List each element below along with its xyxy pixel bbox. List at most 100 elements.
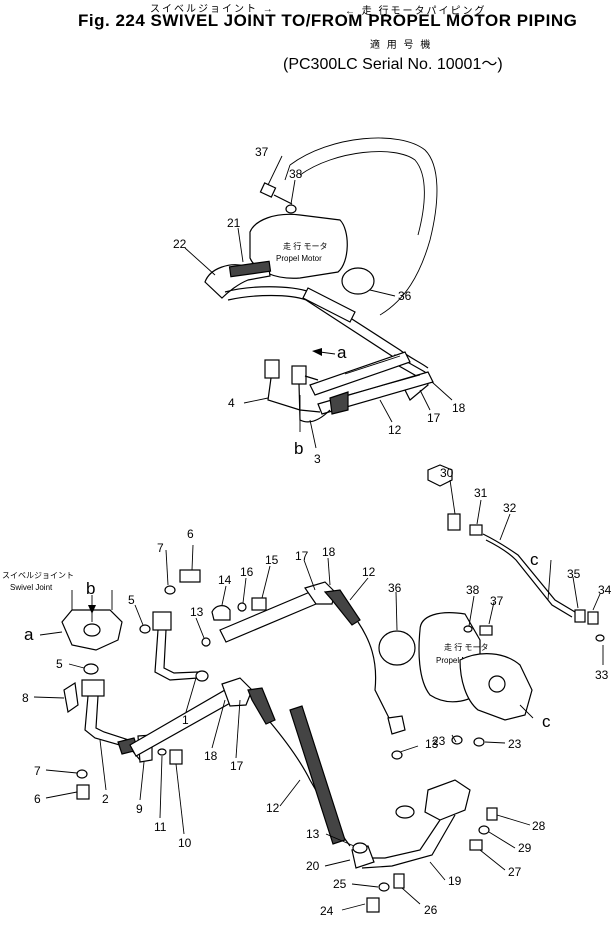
o-ring-23a [451, 735, 463, 745]
callout-10: 10 [178, 836, 192, 850]
leader-2 [99, 739, 107, 791]
callout-12-top: 12 [388, 423, 402, 437]
clamp-top [329, 391, 349, 415]
callout-3: 3 [314, 452, 321, 466]
leader-18-mid [327, 557, 331, 586]
bolt-37-top [259, 182, 277, 198]
arrowhead-b-swivel [88, 605, 96, 614]
callout-4: 4 [228, 396, 235, 410]
o-ring-36-middle [378, 630, 416, 666]
flange-13-left [195, 670, 209, 682]
leader-24 [341, 903, 366, 911]
callout-12-lower: 12 [266, 801, 280, 815]
o-ring-5-upper [139, 624, 151, 634]
valve-port [488, 675, 506, 693]
callout-7-lower: 7 [34, 764, 41, 778]
washer-7-lower [76, 769, 88, 779]
callout-23a: 23 [432, 734, 446, 748]
callout-17-mid: 17 [295, 549, 309, 563]
left-assembly [33, 544, 419, 854]
callout-a-swivel: a [24, 625, 34, 644]
propel-motor-top-jp: 走 行 モータ [283, 241, 327, 251]
leader-4 [243, 397, 269, 404]
washer-11 [157, 748, 167, 756]
propel-motor-right-en: Propel Motor [436, 656, 482, 665]
fitting-2-block [81, 679, 105, 697]
leader-23a [451, 734, 457, 743]
callout-5-lower: 5 [56, 657, 63, 671]
bolt-6-upper [179, 569, 201, 583]
leader-27 [479, 849, 506, 871]
leader-9 [139, 761, 145, 801]
serial-text: PC300LC Serial No. 10001～ [288, 56, 498, 73]
callout-6-lower: 6 [34, 792, 41, 806]
leader-5-lower [68, 663, 85, 669]
hose-17-lower-sleeve [247, 687, 276, 725]
leader-13-lower [325, 833, 355, 847]
leader-1 [185, 677, 197, 713]
leader-c2 [519, 704, 534, 719]
leader-32 [499, 513, 511, 541]
callout-31: 31 [474, 486, 488, 500]
top-assembly: 走 行 モータ Propel Motor [184, 137, 453, 449]
leader-17-mid [303, 559, 316, 591]
leader-15 [261, 565, 271, 599]
pipe-1-b [163, 629, 199, 674]
hose-12-lower-line [269, 721, 351, 847]
clamp-34 [587, 611, 599, 625]
bolt-27 [469, 839, 483, 851]
pipe-20-b [361, 814, 456, 869]
leader-35 [572, 576, 579, 609]
elbow-30 [447, 513, 461, 531]
pipe-1 [154, 629, 199, 681]
propel-motor-top-en: Propel Motor [276, 254, 322, 263]
bolt-6-lower [76, 784, 90, 800]
hose-12b-stripe [347, 374, 421, 396]
leader-13-right [399, 745, 419, 753]
callout-28: 28 [532, 819, 546, 833]
fitting-1-block [152, 611, 172, 631]
callout-37-top: 37 [255, 145, 269, 159]
washer-38-top [285, 204, 297, 214]
callout-34: 34 [598, 583, 612, 597]
callout-18-top: 18 [452, 401, 466, 415]
clamp-half-14 [211, 605, 231, 621]
leader-38-right [468, 595, 475, 627]
callout-36-top: 36 [398, 289, 412, 303]
callout-13-lower: 13 [306, 827, 320, 841]
o-ring-36-top [341, 267, 375, 295]
callout-21: 21 [227, 216, 241, 230]
header-jp-applicable: 適 用 号 機 [370, 40, 433, 51]
o-ring-13-hose [391, 750, 403, 760]
motor-valve-housing [459, 653, 533, 721]
pipe-20 [360, 819, 441, 859]
callout-22: 22 [173, 237, 187, 251]
hose-segment-top-1 [302, 287, 356, 323]
callout-12-mid: 12 [362, 565, 376, 579]
flange-13-hose [387, 715, 406, 735]
pipe-4 [267, 377, 321, 413]
header-jp-right: ← 走 行モータパイピング [345, 6, 487, 17]
leader-12-lower [279, 779, 301, 807]
leader-10 [175, 763, 185, 835]
leader-12-mid [349, 577, 369, 601]
bolt-28 [486, 807, 498, 821]
leader-29 [488, 831, 516, 849]
callout-c-right: c [530, 550, 539, 569]
callout-24: 24 [320, 904, 334, 918]
callout-11: 11 [154, 820, 167, 834]
leader-6-lower [45, 791, 78, 799]
callout-25: 25 [333, 877, 347, 891]
flange-8 [63, 681, 79, 714]
leader-5-upper [134, 604, 144, 626]
flange-13-lower [352, 842, 368, 854]
callout-32: 32 [503, 501, 517, 515]
leader-18-lower [211, 699, 226, 749]
adapter-31 [469, 524, 483, 536]
leader-6-upper [191, 544, 194, 571]
callout-8: 8 [22, 691, 29, 705]
flange-13-joint [395, 805, 415, 819]
callout-38-right: 38 [466, 583, 480, 597]
hose-12-lower-sleeve [289, 705, 346, 845]
